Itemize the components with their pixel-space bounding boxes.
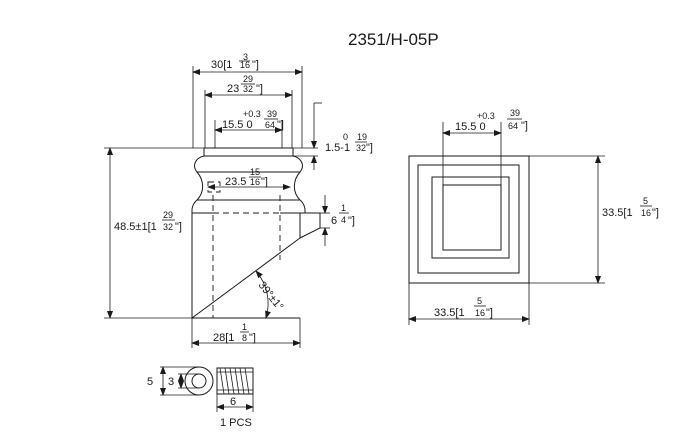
dim-mid-width-text: 23 [227, 83, 239, 95]
tol-text: 0 [343, 132, 348, 142]
frac-num: 15 [250, 167, 260, 177]
frac-close: "] [249, 332, 256, 344]
outer-square [408, 155, 530, 284]
angle-text: 39°±1° [256, 279, 286, 313]
frac-close: "] [256, 83, 263, 95]
dim-step-text: 6 [331, 215, 337, 227]
frac-den: 16 [641, 208, 651, 218]
screw-outer-dim: 5 [147, 376, 153, 388]
front-view: 30[1 3 16 "] 23 29 32 "] 15.5 0 +0.3 39 … [104, 52, 373, 348]
frac-close: "] [348, 215, 355, 227]
dim-height-text: 33.5[1 [602, 207, 633, 219]
dim-top-width-text: 30[1 [211, 59, 232, 71]
frac-den: 32 [356, 143, 366, 153]
frac-den: 8 [242, 333, 247, 343]
frac-den: 64 [265, 120, 275, 130]
square-3 [431, 176, 510, 259]
frac-num: 3 [243, 52, 248, 62]
body-step [299, 212, 321, 239]
screw-caption: 1 PCS [220, 417, 252, 429]
frac-den: 64 [508, 121, 518, 131]
frac-den: 16 [475, 308, 485, 318]
drawing-title: 2351/H-05P [348, 30, 439, 49]
frac-num: 39 [510, 108, 520, 118]
frac-num: 1 [341, 203, 346, 213]
frac-num: 39 [267, 109, 277, 119]
frac-num: 1 [242, 322, 247, 332]
frac-close: "] [652, 207, 659, 219]
tol-text: +0.3 [243, 109, 261, 119]
frac-close: "] [252, 59, 259, 71]
dim-width-text: 33.5[1 [434, 307, 465, 319]
screw-threads [217, 367, 253, 395]
frac-close: "] [486, 307, 493, 319]
hole-hidden [207, 181, 221, 193]
screw-inner-dim: 3 [168, 376, 174, 388]
bore-square [442, 184, 502, 251]
dim-bore-text: 15.5 0 [222, 119, 253, 131]
frac-den: 16 [240, 60, 250, 70]
set-screw: 5 3 6 1 PCS [147, 366, 254, 429]
frac-den: 32 [163, 222, 173, 232]
cap-outline [191, 147, 306, 214]
frac-close: "] [366, 142, 373, 154]
dim-bore-text: 15.5 0 [455, 121, 486, 133]
dim-base-text: 28[1 [213, 332, 234, 344]
square-2 [417, 164, 520, 274]
screw-length-dim: 6 [230, 396, 236, 408]
frac-num: 29 [163, 210, 173, 220]
frac-num: 29 [243, 74, 253, 84]
frac-close: "] [261, 176, 268, 188]
dim-collar-text: 1.5-1 [325, 142, 350, 154]
frac-den: 32 [243, 84, 253, 94]
frac-num: 19 [357, 132, 367, 142]
screw-end-outer [184, 366, 214, 396]
frac-den: 4 [341, 215, 346, 225]
screw-end-inner [191, 373, 207, 389]
dim-neck-text: 23.5 [225, 176, 246, 188]
top-view: 15.5 0 +0.3 39 64 "] 33.5[1 5 16 "] 33.5… [408, 108, 659, 325]
frac-close: "] [521, 120, 528, 132]
frac-close: "] [175, 221, 182, 233]
frac-num: 5 [643, 196, 648, 206]
angle-arc [255, 270, 271, 319]
frac-den: 16 [250, 177, 260, 187]
dim-height-text: 48.5±1[1 [114, 221, 157, 233]
body-diagonal [191, 237, 301, 319]
frac-num: 5 [477, 296, 482, 306]
tol-text: +0.3 [477, 111, 495, 121]
frac-close: "] [277, 119, 284, 131]
